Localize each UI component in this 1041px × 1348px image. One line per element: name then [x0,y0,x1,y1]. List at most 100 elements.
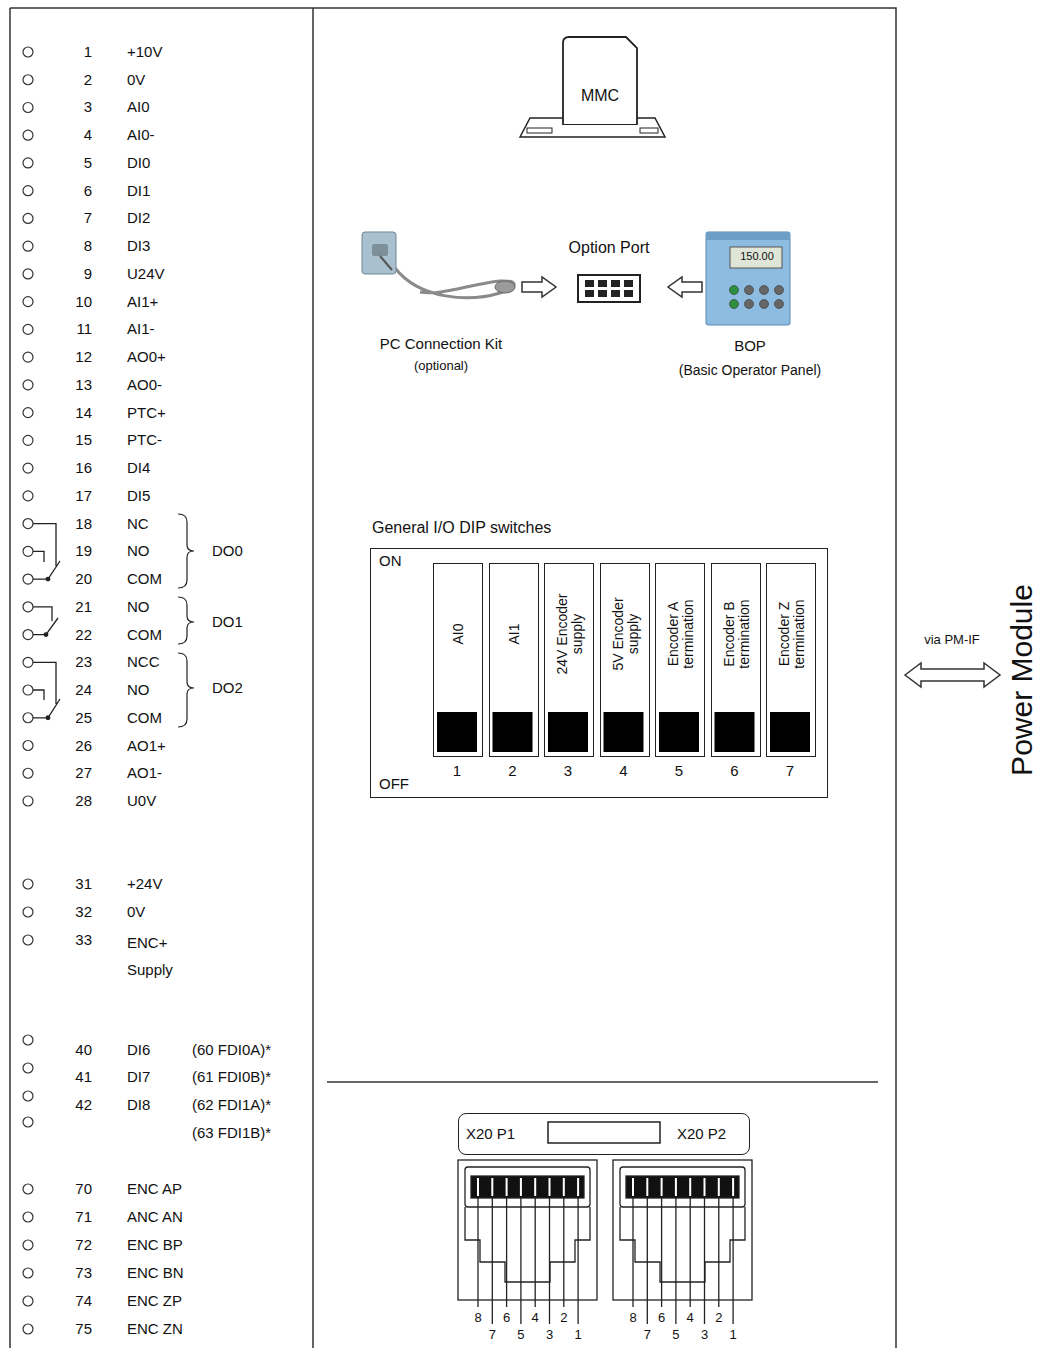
rj45-port [458,1160,597,1324]
pin-number: 1 [574,1328,581,1343]
signal-name: 0V [127,71,145,88]
terminal-circle [23,574,33,584]
terminal-number: 25 [75,709,92,726]
x20-connector: X20 P1X20 P2 [458,1113,750,1155]
terminal-circle [23,102,33,112]
terminal-number: 24 [75,681,92,698]
terminal-circle [23,324,33,334]
card-slot [640,128,658,133]
signal-name: ENC BN [127,1264,184,1281]
signal-name: COM [127,709,162,726]
rj45-port [718,1178,720,1196]
terminal-circle [23,768,33,778]
switch-label: 24V Encoder supply [555,582,586,686]
pin-number: 3 [546,1328,553,1343]
rj45-port [534,1178,536,1196]
pc-connection-kit: PC Connection Kit(optional) [370,228,518,380]
dip-switch-lever [659,712,699,752]
terminal-circle [23,519,33,529]
rj45-port [492,1198,493,1324]
switch-label: Encoder B termination [721,582,752,686]
terminal-circle [23,408,33,418]
pc-connection-kit-picture [495,281,515,293]
switch-number: 3 [564,762,572,779]
rj45-port [477,1198,478,1307]
dip-switch-block: General I/O DIP switchesONOFFAI0AI124V E… [370,548,828,798]
card-slot [527,128,552,133]
terminal-circle [23,463,33,473]
dip-switch-lever [437,712,477,752]
rj45-port [718,1198,719,1307]
terminal-circle [23,741,33,751]
option-port: Option Port [560,238,664,306]
rj45-port [563,1198,564,1307]
terminal-circle [23,47,33,57]
alternative-function: (63 FDI1B)* [192,1124,271,1141]
basic-operator-panel-picture [745,300,754,309]
signal-name: PTC- [127,432,162,449]
terminal-circle [23,879,33,889]
terminal-number: 20 [75,570,92,587]
output-group-name: DO2 [212,679,243,696]
signal-name: +24V [127,875,162,892]
terminal-circle [23,713,33,723]
rj45-port [465,1167,590,1207]
signal-name: ENC BP [127,1236,183,1253]
mmc-card: MMC [560,35,640,125]
switch-number: 4 [619,762,627,779]
terminal-number: 13 [75,376,92,393]
rj45-port [458,1160,597,1300]
signal-name: PTC+ [127,404,166,421]
option-port-connector [585,280,633,297]
switch-label: Encoder A termination [666,582,697,686]
dip-switch-lever [437,712,810,752]
node-text: 150.00 [732,250,782,263]
signal-name: ENC ZP [127,1292,182,1309]
dip-switch: Encoder A termination [655,563,705,757]
terminal-circle [23,352,33,362]
terminal-circle [23,1212,33,1222]
alternative-function: (62 FDI1A)* [192,1096,271,1113]
basic-operator-panel-picture [760,300,769,309]
pin-number: 4 [687,1311,694,1326]
pin-number: 8 [474,1311,481,1326]
pin-number: 7 [644,1328,651,1343]
signal-name: AO1+ [127,737,166,754]
terminal-number: 73 [75,1264,92,1281]
rj45-port [661,1178,663,1196]
pin-number: 8 [629,1311,636,1326]
signal-name: DI0 [127,154,150,171]
power-module-link-arrow [905,663,1000,687]
node-text: OFF [379,775,409,792]
terminal-circle [23,1117,33,1127]
terminal-circle [23,241,33,251]
node-text: MMC [560,87,640,105]
dip-switch: 24V Encoder supply [544,563,594,757]
signal-name: NC [127,515,149,532]
signal-name: DI3 [127,238,150,255]
option-port-connector [624,290,633,297]
pin-number: 3 [701,1328,708,1343]
signal-name: AO0+ [127,349,166,366]
terminal-number: 33 [75,931,92,948]
terminal-circle [23,1063,33,1073]
switch-label: 5V Encoder supply [610,582,641,686]
rj45-port [632,1198,633,1307]
option-port-connector [585,280,594,287]
rj45-port [549,1198,550,1324]
node-text: X20 P1 [466,1125,515,1142]
terminal-number: 6 [84,182,92,199]
terminal-number: 32 [75,903,92,920]
signal-name: +10V [127,43,162,60]
rj45-port [620,1167,745,1207]
basic-operator-panel-picture [730,286,784,309]
relay-contact [46,577,50,581]
signal-name: AI1+ [127,293,158,310]
bracket [178,514,194,588]
basic-operator-panel-picture [706,232,790,325]
terminal-circle [23,1091,33,1101]
terminal-circle [23,269,33,279]
